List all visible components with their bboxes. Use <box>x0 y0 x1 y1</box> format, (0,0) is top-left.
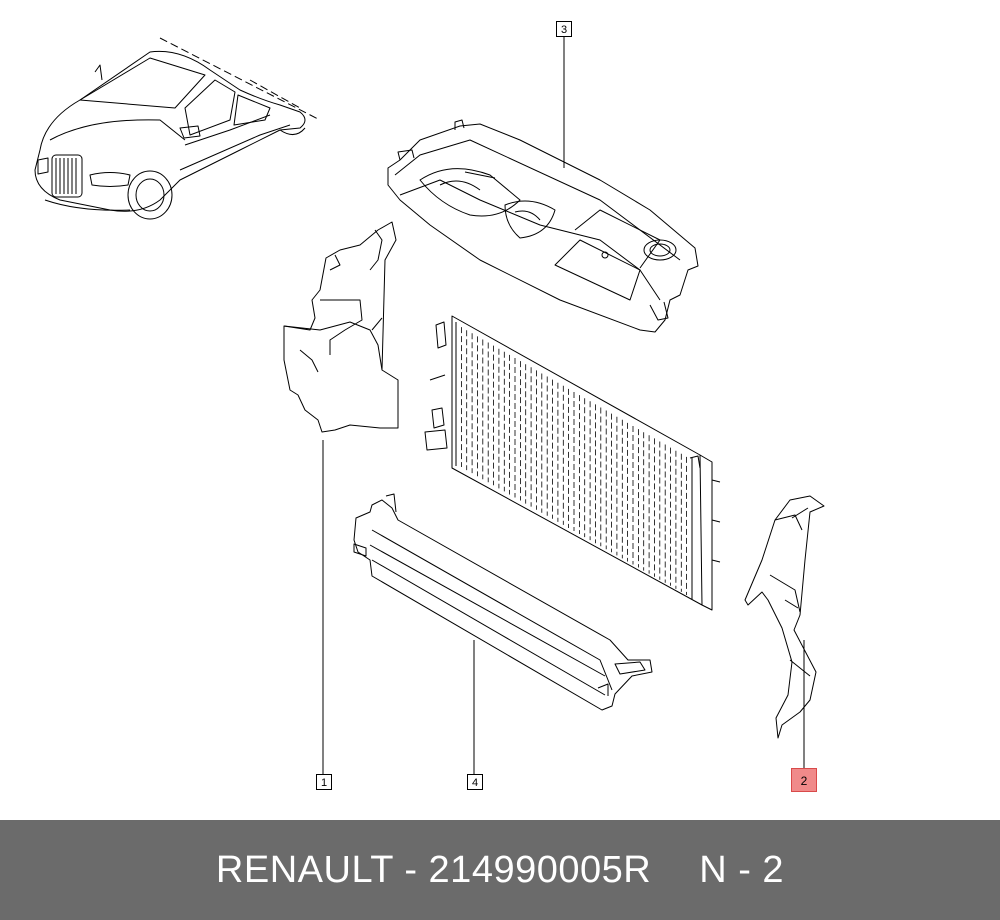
callout-1[interactable]: 1 <box>316 774 332 790</box>
callout-3[interactable]: 3 <box>556 21 572 37</box>
condenser-fins <box>460 327 687 595</box>
footer-banner: RENAULT - 214990005R N - 2 <box>0 820 1000 920</box>
parts-diagram <box>34 36 825 774</box>
callout-4[interactable]: 4 <box>467 774 483 790</box>
callout-2-selected[interactable]: 2 <box>791 768 817 792</box>
car-thumbnail <box>34 37 321 220</box>
part-3-upper-panel <box>387 119 699 333</box>
part-4-lower-deflector <box>353 493 653 711</box>
reference-number: N - 2 <box>699 848 785 891</box>
brand-part-number: RENAULT - 214990005R <box>215 848 652 891</box>
condenser-core <box>424 315 721 611</box>
part-1-left-deflector <box>283 221 399 433</box>
part-2-right-deflector <box>744 495 825 739</box>
